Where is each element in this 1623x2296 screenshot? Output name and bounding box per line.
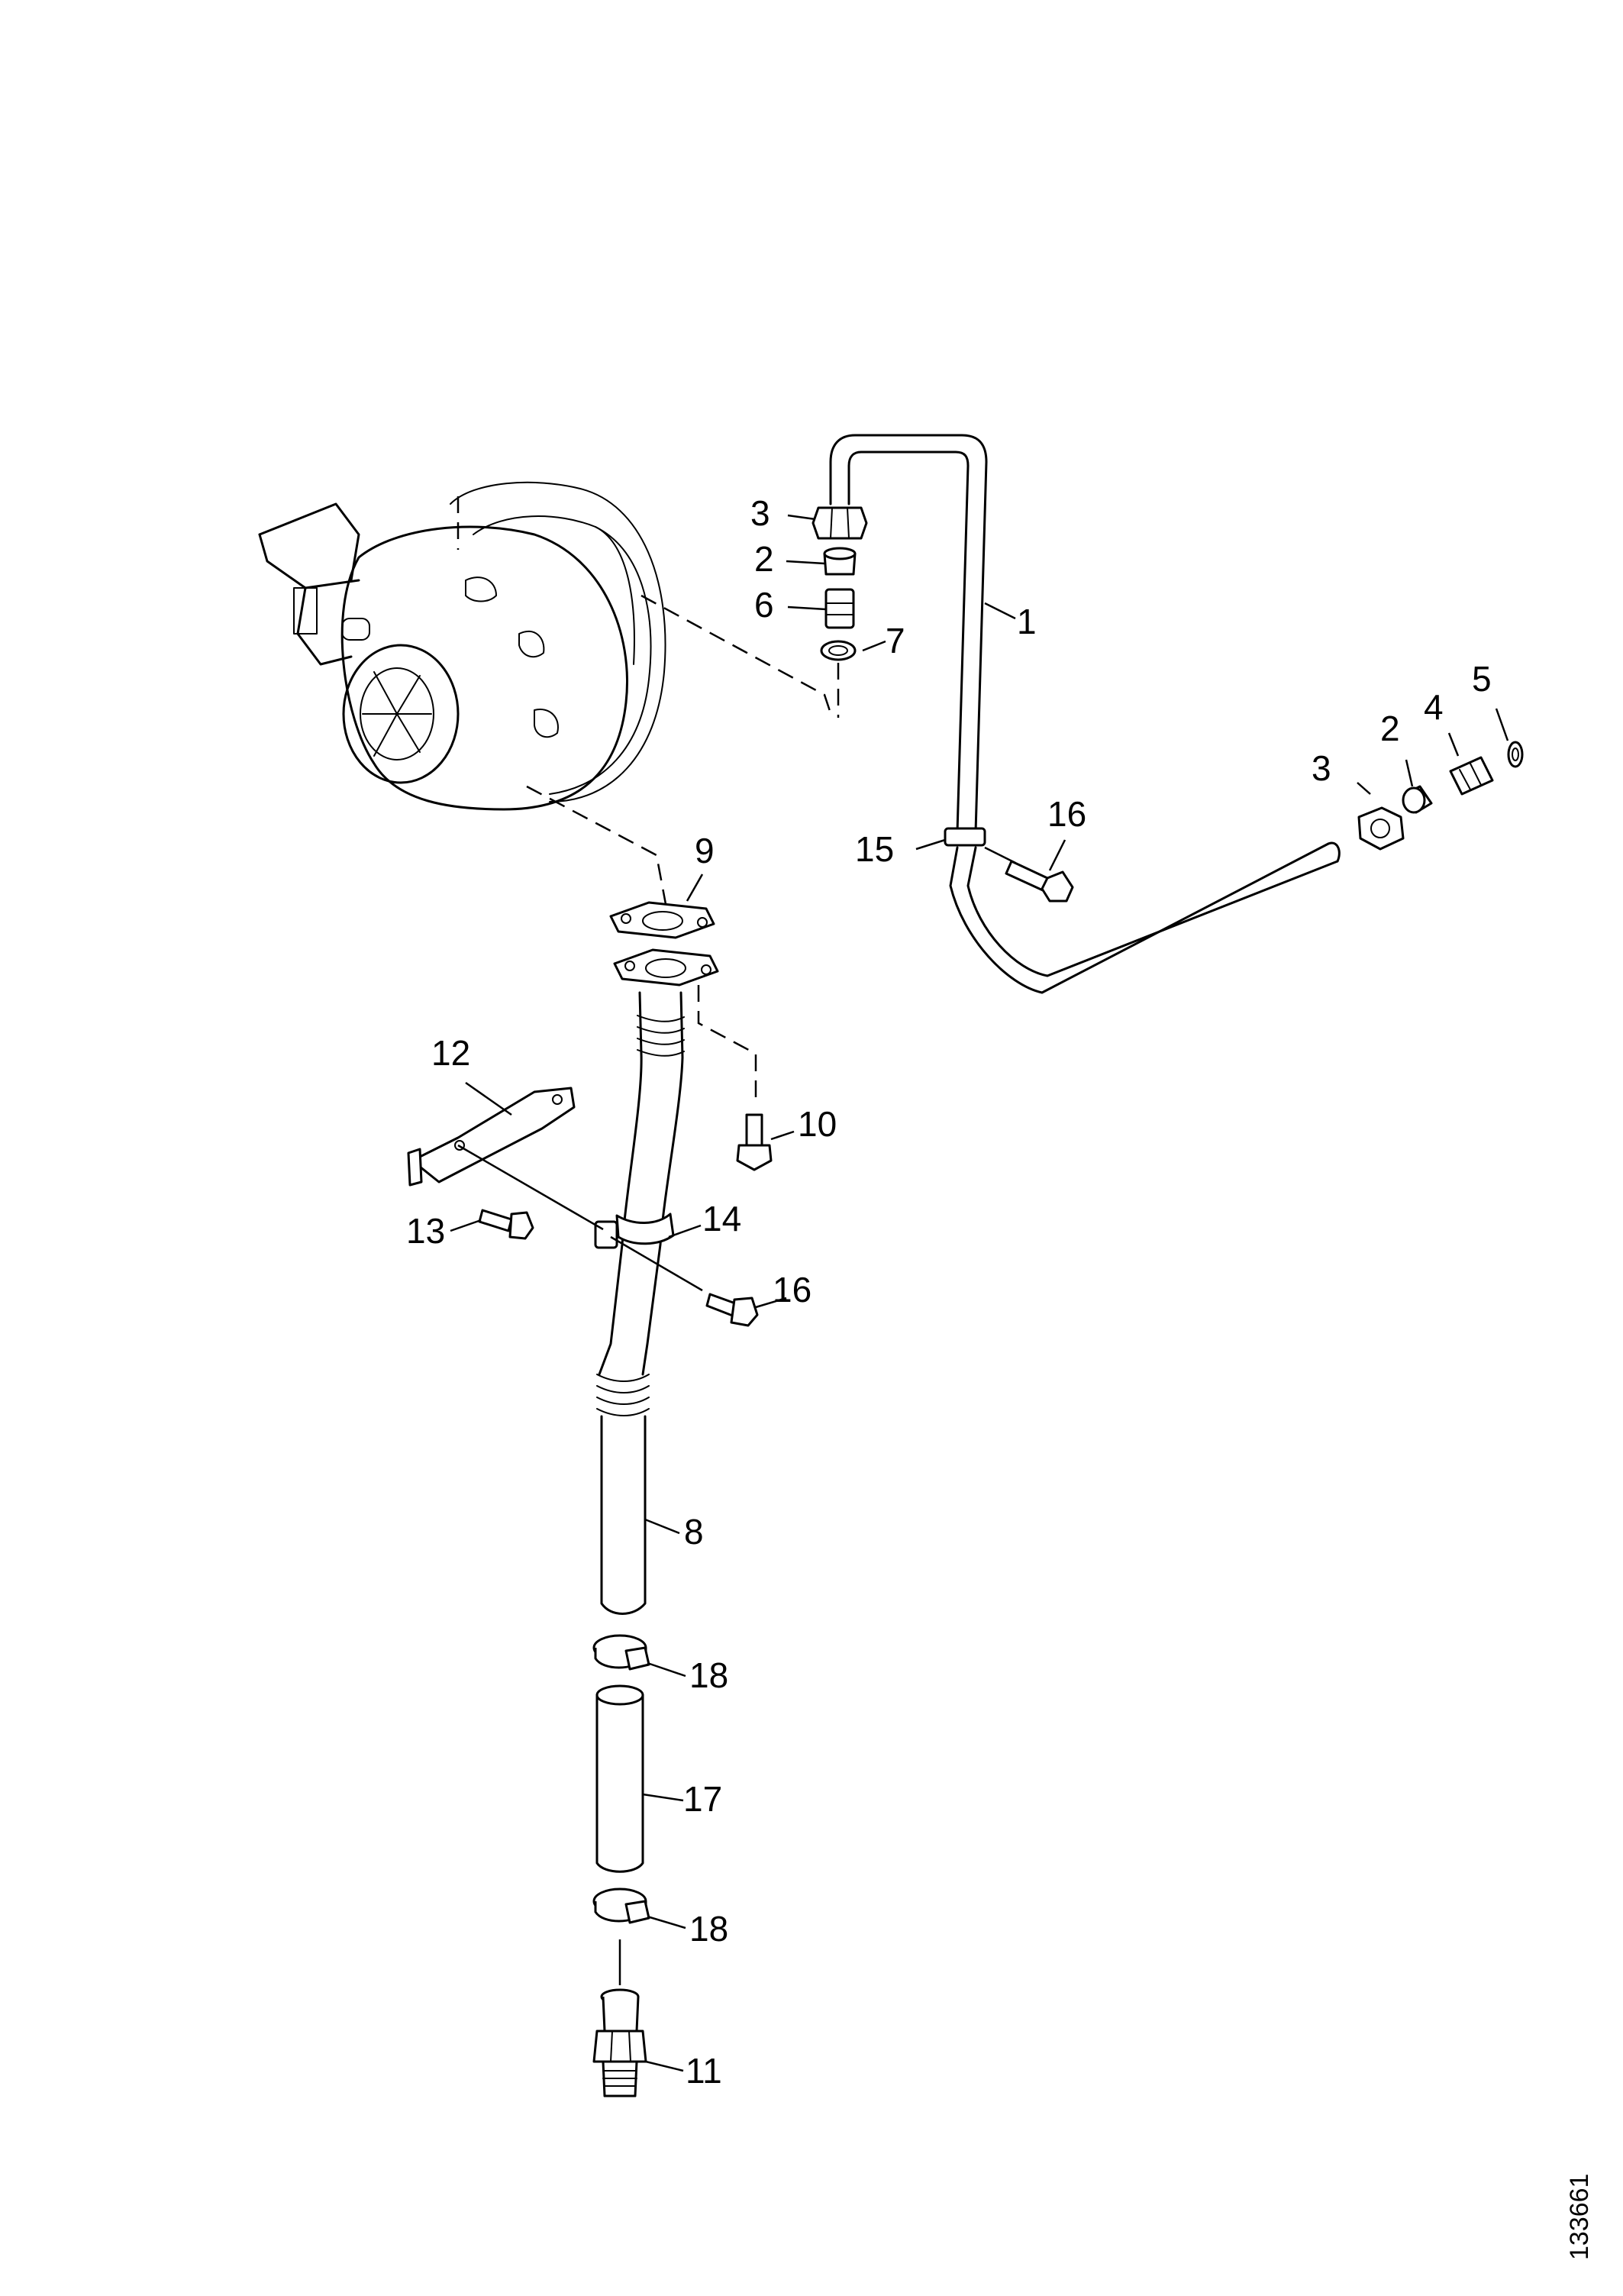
- callout-8: 8: [684, 1512, 704, 1552]
- callout-17: 17: [683, 1779, 722, 1819]
- callout-18-lower: 18: [689, 1909, 728, 1949]
- drain-tube: [600, 1415, 647, 1615]
- drain-pipe-upper: [594, 991, 685, 1416]
- callout-labels: 1 2 2 3 3 4 5 6 7 8 9 10 11 12 13 14 15 …: [406, 493, 1492, 2091]
- callout-16-lower: 16: [773, 1270, 812, 1309]
- callout-15: 15: [855, 829, 894, 869]
- explode-lines: [457, 496, 834, 1100]
- callout-1: 1: [1017, 602, 1037, 641]
- callout-2-lower: 2: [1380, 709, 1400, 748]
- bolt-13: [478, 1209, 534, 1240]
- bolt-16-upper: [984, 846, 1074, 903]
- hose-clamp-lower: [592, 1887, 650, 1924]
- support-bracket: [407, 1087, 604, 1231]
- callout-9: 9: [695, 831, 715, 870]
- callout-13: 13: [406, 1211, 445, 1251]
- upper-fitting-stack: [812, 506, 868, 718]
- oil-supply-pipe: [829, 434, 1341, 994]
- callout-10: 10: [798, 1104, 837, 1144]
- callout-6: 6: [754, 585, 774, 625]
- callout-7: 7: [886, 621, 905, 660]
- bolt-10: [736, 1113, 773, 1171]
- drain-adapter: [592, 1939, 647, 2097]
- hose: [595, 1684, 644, 1873]
- callout-12: 12: [431, 1033, 470, 1073]
- callout-2-upper: 2: [754, 539, 774, 579]
- callout-4: 4: [1424, 687, 1444, 727]
- hose-clamp-upper: [592, 1634, 650, 1671]
- callout-3-lower: 3: [1312, 748, 1331, 788]
- compressor-wheel: [362, 671, 432, 757]
- callout-leaders: [450, 514, 1509, 2072]
- bolt-16-lower: [610, 1235, 759, 1327]
- callout-5: 5: [1472, 659, 1492, 699]
- callout-16-upper: 16: [1047, 794, 1086, 834]
- callout-14: 14: [702, 1199, 741, 1238]
- turbocharger: [258, 481, 666, 811]
- callout-11: 11: [686, 2051, 722, 2091]
- callout-18-upper: 18: [689, 1655, 728, 1695]
- figure-code: 133661: [1565, 2174, 1594, 2260]
- flange-gaskets: [609, 901, 719, 987]
- lower-fitting-stack: [1357, 741, 1524, 851]
- callout-3-upper: 3: [750, 493, 770, 533]
